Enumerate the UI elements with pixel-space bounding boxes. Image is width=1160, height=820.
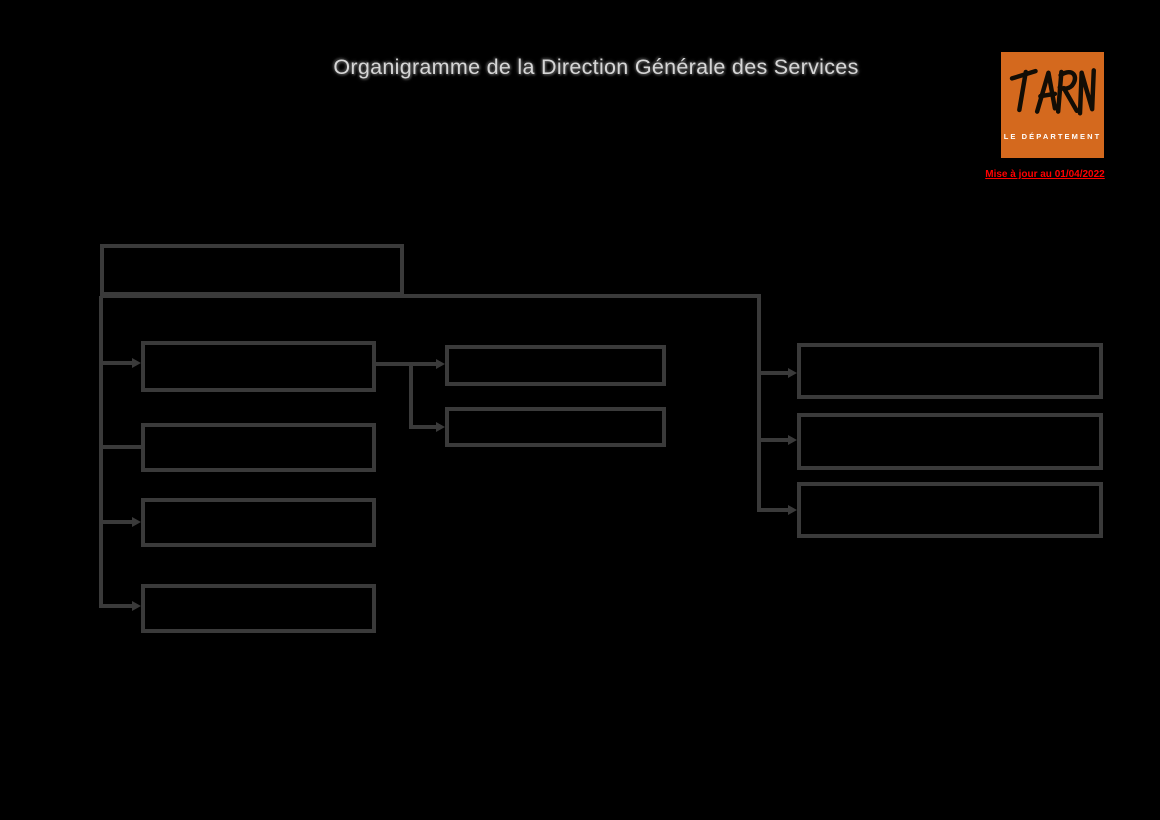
connector-middle-horizontal-2 [409,425,436,429]
arrowhead-left-1 [132,358,141,368]
connector-main-horizontal [100,294,761,298]
connector-stub-right-2 [761,438,788,442]
org-node-left-1 [141,341,376,392]
org-node-left-4 [141,584,376,633]
connector-right-vertical [757,296,761,512]
connector-stub-right-3 [761,508,788,512]
connector-middle-horizontal-1 [376,362,436,366]
connector-left-vertical [99,296,103,608]
connector-middle-vertical [409,362,413,429]
org-node-right-3 [797,482,1103,538]
org-node-right-2 [797,413,1103,470]
arrowhead-left-4 [132,601,141,611]
connector-stub-right-1 [761,371,788,375]
page-title: Organigramme de la Direction Générale de… [333,55,859,79]
arrowhead-right-1 [788,368,797,378]
arrowhead-right-2 [788,435,797,445]
arrowhead-left-3 [132,517,141,527]
connector-stub-left-1 [101,361,134,365]
org-node-middle-1 [445,345,666,386]
update-note: Mise à jour au 01/04/2022 [985,169,1105,180]
tarn-logo-subtitle: LE DÉPARTEMENT [1003,132,1102,141]
org-node-right-1 [797,343,1103,399]
tarn-brand-lettering [1009,68,1096,116]
arrowhead-middle-2 [436,422,445,432]
connector-stub-left-4 [101,604,134,608]
arrowhead-middle-1 [436,359,445,369]
connector-stub-left-3 [101,520,134,524]
org-node-left-2 [141,423,376,472]
arrowhead-right-3 [788,505,797,515]
connector-stub-left-2 [101,445,141,449]
org-node-middle-2 [445,407,666,447]
org-node-left-3 [141,498,376,547]
org-node-root [100,244,404,296]
tarn-logo: LE DÉPARTEMENT [1001,52,1104,158]
